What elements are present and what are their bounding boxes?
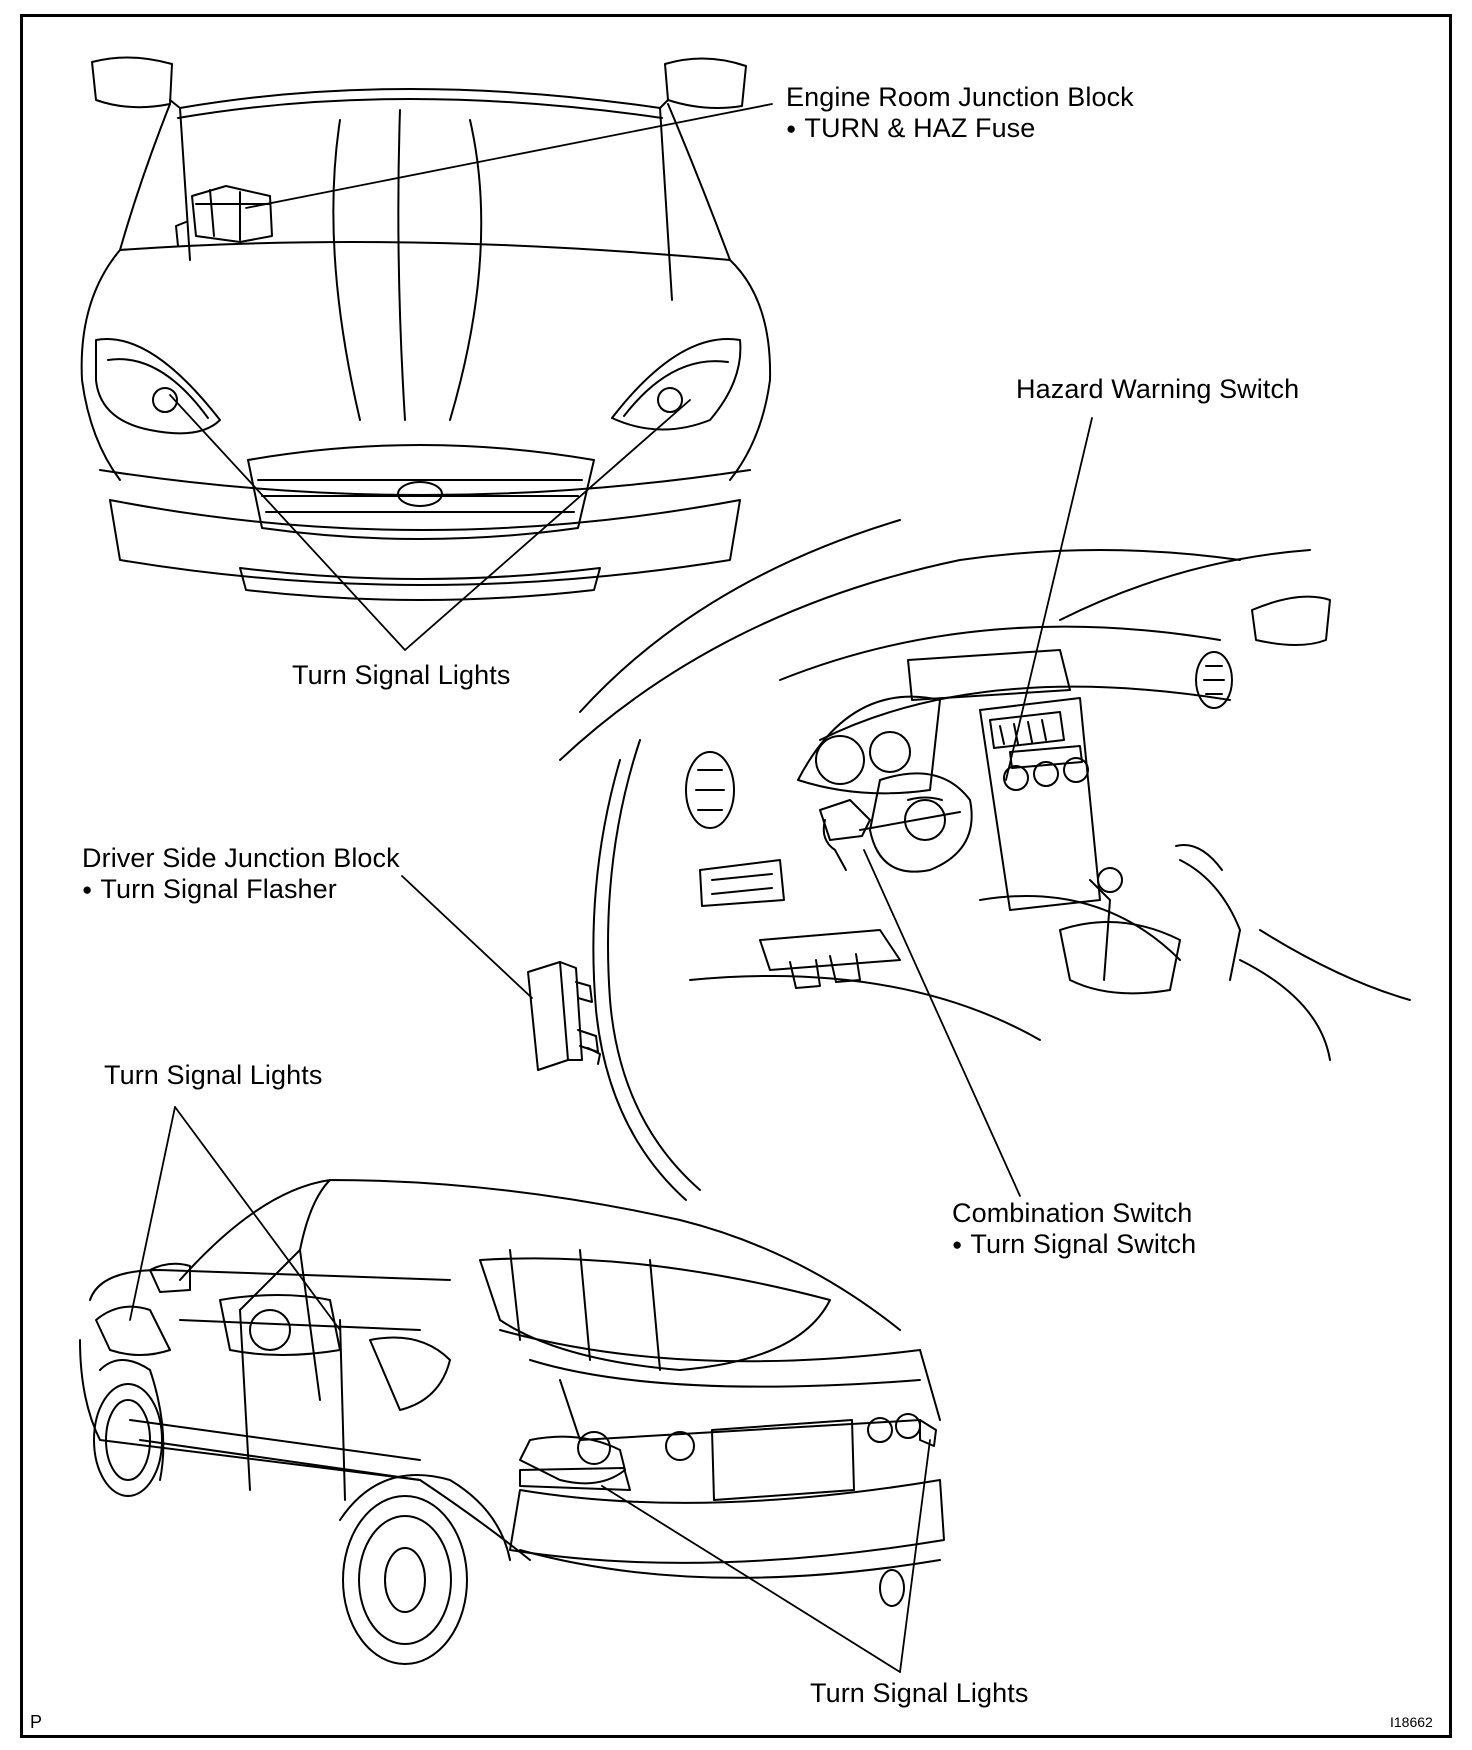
driver-junction-block-drawing xyxy=(527,961,601,1071)
front-turn-signal-lights-label: Turn Signal Lights xyxy=(292,660,511,690)
combination-switch-label: Combination Switch xyxy=(952,1198,1193,1228)
side-turn-signal-lights-label: Turn Signal Lights xyxy=(104,1060,323,1090)
hazard-warning-switch-label: Hazard Warning Switch xyxy=(1016,374,1300,404)
turn-haz-fuse-label: TURN & HAZ Fuse xyxy=(786,113,1035,144)
corner-letter: P xyxy=(30,1712,43,1732)
interior-dashboard-drawing xyxy=(559,519,1411,1201)
figure-id: I18662 xyxy=(1390,1714,1433,1730)
turn-signal-switch-label: Turn Signal Switch xyxy=(952,1229,1196,1260)
turn-signal-flasher-label: Turn Signal Flasher xyxy=(82,874,337,905)
leader-lines xyxy=(129,103,1093,1673)
rear-car-drawing xyxy=(79,1179,945,1665)
engine-room-junction-block-label: Engine Room Junction Block xyxy=(786,82,1134,112)
front-car-drawing xyxy=(80,56,772,601)
diagram-frame xyxy=(20,14,1452,1738)
driver-side-junction-block-label: Driver Side Junction Block xyxy=(82,843,400,873)
rear-turn-signal-lights-label: Turn Signal Lights xyxy=(810,1678,1029,1708)
